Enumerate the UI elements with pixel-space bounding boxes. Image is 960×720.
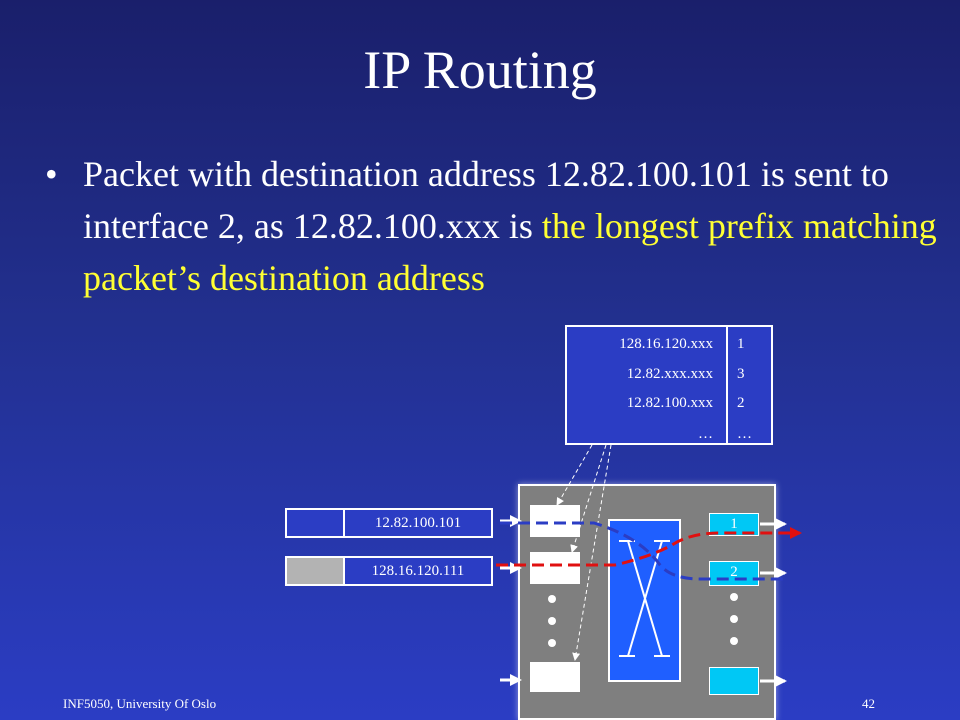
routing-table-row: 128.16.120.xxx 1 <box>567 329 771 359</box>
routing-table-interface: … <box>737 426 752 442</box>
input-port-2 <box>530 552 580 584</box>
ellipsis-dot <box>730 637 738 645</box>
bullet-text-plain: Packet with destination address 12.82.10… <box>83 154 889 246</box>
output-port-2: 2 <box>709 561 759 586</box>
bullet-text-highlight: the longest prefix matching packet’s des… <box>83 206 937 298</box>
path-blue-packet <box>500 521 784 581</box>
packet-separator <box>343 510 345 536</box>
routing-table-interface: 3 <box>737 366 745 382</box>
routing-table: 128.16.120.xxx 1 12.82.xxx.xxx 3 12.82.1… <box>565 325 773 445</box>
bullet-text: Packet with destination address 12.82.10… <box>83 148 943 304</box>
input-arrows <box>500 515 522 686</box>
footer-course: INF5050, University Of Oslo <box>63 696 217 711</box>
lookup-arrows <box>556 444 612 661</box>
output-port-3 <box>709 667 759 695</box>
slide-title: IP Routing <box>363 40 597 100</box>
packet-header <box>287 510 343 536</box>
ellipsis-dot <box>548 639 556 647</box>
routing-table-row: … … <box>567 419 771 449</box>
routing-table-prefix: 12.82.100.xxx <box>626 395 713 411</box>
routing-table-row: 12.82.100.xxx 2 <box>567 388 771 418</box>
input-port-3 <box>530 662 580 692</box>
footer-page-number: 42 <box>862 696 875 711</box>
input-port-1 <box>530 505 580 537</box>
routing-table-row: 12.82.xxx.xxx 3 <box>567 359 771 389</box>
path-red-packet <box>496 527 802 567</box>
packet-header <box>287 558 343 584</box>
output-arrows <box>760 518 787 687</box>
bullet-dot-icon: • <box>45 154 58 194</box>
ellipsis-dot <box>548 595 556 603</box>
packet-address: 128.16.120.111 <box>371 563 465 579</box>
ellipsis-dot <box>730 593 738 601</box>
routing-table-prefix: 128.16.120.xxx <box>619 336 713 352</box>
routing-table-interface: 2 <box>737 395 745 411</box>
packet-2: 128.16.120.111 <box>285 556 493 586</box>
routing-table-prefix: 12.82.xxx.xxx <box>626 366 713 382</box>
routing-table-divider <box>726 327 728 443</box>
routing-table-interface: 1 <box>737 336 745 352</box>
ellipsis-dot <box>548 617 556 625</box>
routing-table-prefix: … <box>698 426 713 442</box>
packet-1: 12.82.100.101 <box>285 508 493 538</box>
packet-address: 12.82.100.101 <box>374 515 462 531</box>
output-port-1: 1 <box>709 513 759 536</box>
ellipsis-dot <box>730 615 738 623</box>
packet-separator <box>343 558 345 584</box>
